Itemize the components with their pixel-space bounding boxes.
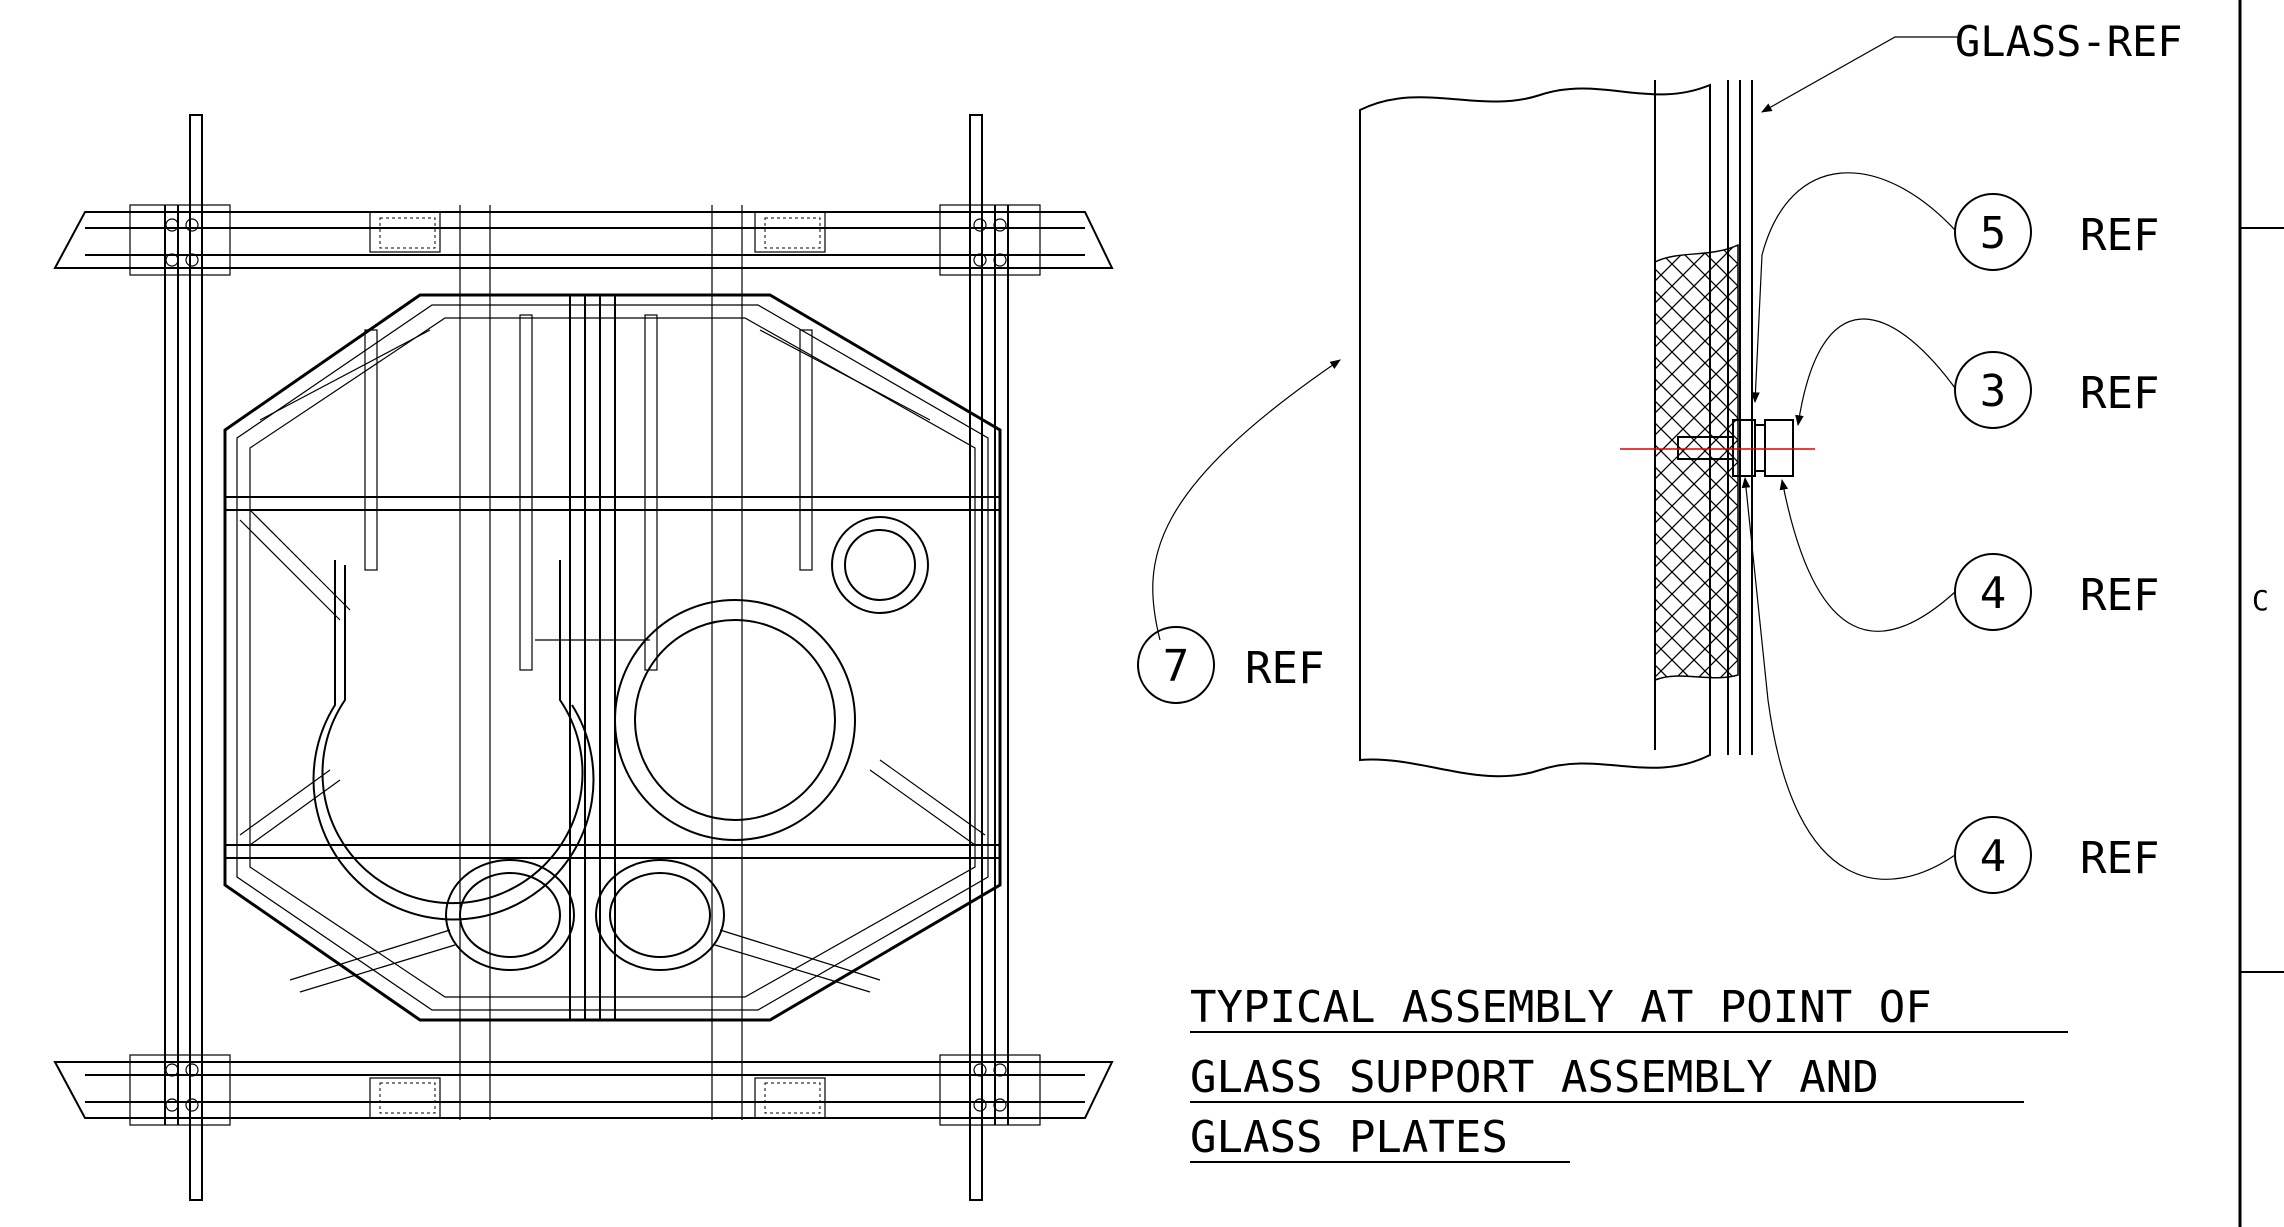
sheet-border: C <box>2238 0 2284 1227</box>
callout-ref: REF <box>2080 570 2159 621</box>
callout-ref: REF <box>2080 210 2159 261</box>
callout-4-upper: 4 REF <box>1954 553 2159 631</box>
callout-number: 3 <box>1980 366 2007 417</box>
callout-4-lower: 4 REF <box>1954 816 2159 894</box>
title-line-3: GLASS PLATES <box>1190 1112 1508 1163</box>
title-line-1: TYPICAL ASSEMBLY AT POINT OF <box>1190 982 1932 1033</box>
callout-ref: REF <box>2080 833 2159 884</box>
callout-number: 4 <box>1980 831 2007 882</box>
callout-number: 7 <box>1163 641 1190 692</box>
zone-letter: C <box>2252 584 2269 617</box>
callout-5: 5 REF <box>1954 193 2159 271</box>
callout-number: 4 <box>1980 568 2007 619</box>
callout-ref: REF <box>1245 643 1324 694</box>
callout-7: 7 REF <box>1137 626 1324 704</box>
glass-ref-label: GLASS-REF <box>1955 17 2183 66</box>
section-detail-view <box>1152 36 1960 880</box>
callout-3: 3 REF <box>1954 351 2159 429</box>
glass-support-frame-view <box>53 114 1114 1201</box>
title-line-2: GLASS SUPPORT ASSEMBLY AND <box>1190 1052 1879 1103</box>
bolt <box>1677 419 1794 477</box>
crosshatch-section <box>1654 243 1739 682</box>
callout-number: 5 <box>1980 208 2007 259</box>
detail-title: TYPICAL ASSEMBLY AT POINT OF GLASS SUPPO… <box>1190 982 2068 1163</box>
callout-ref: REF <box>2080 368 2159 419</box>
